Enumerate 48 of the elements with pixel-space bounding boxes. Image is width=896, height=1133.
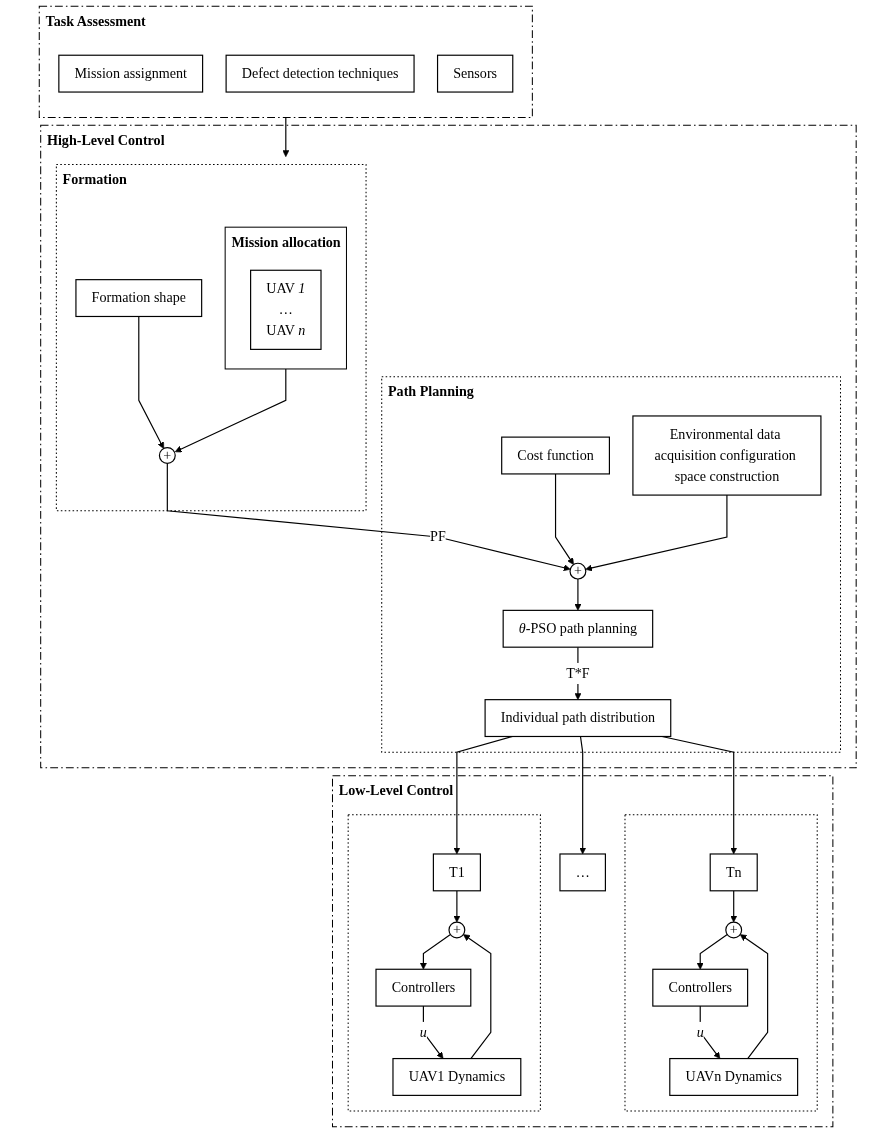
cluster: [347, 814, 542, 1112]
arrow: [555, 473, 575, 565]
arrow: [699, 1005, 721, 1059]
arrow: [585, 494, 728, 572]
node-box: [375, 968, 472, 1007]
cluster: [39, 5, 534, 118]
arrow: [167, 462, 571, 572]
node-box: [709, 853, 759, 892]
node-circle: [725, 921, 743, 939]
node-box: [437, 54, 514, 93]
node-box: [75, 279, 203, 318]
node-circle: [448, 921, 466, 939]
arrow: [730, 890, 738, 923]
node-box: [58, 54, 204, 93]
cluster: [381, 376, 842, 753]
cluster: [56, 164, 367, 512]
node-box: [632, 415, 822, 496]
node-box: [433, 853, 482, 892]
arrow: [138, 315, 165, 449]
cluster: [40, 124, 857, 769]
node-box: [652, 968, 749, 1007]
edge-label: u: [420, 1024, 428, 1040]
arrow: [420, 934, 452, 970]
arrow: [175, 368, 287, 453]
arrow: [282, 116, 290, 157]
node-circle: [159, 447, 177, 464]
arrow: [423, 1005, 444, 1059]
cluster: [624, 814, 818, 1112]
node-box: [501, 436, 611, 475]
node-box: [392, 1057, 522, 1096]
arrow: [697, 934, 729, 970]
edge-label: PF: [430, 528, 447, 545]
cluster: [224, 226, 348, 370]
node-box: [225, 54, 415, 93]
cluster: [332, 775, 834, 1128]
arrow: [740, 934, 769, 1060]
arrow: [453, 890, 461, 923]
arrow: [463, 934, 492, 1060]
arrow: [574, 578, 582, 611]
edge-label: T*F: [566, 665, 590, 681]
node-box: [250, 269, 322, 350]
node-circle: [569, 562, 587, 580]
edge-label: u: [696, 1024, 705, 1040]
node-box: [484, 699, 672, 738]
node-box: [559, 853, 607, 892]
arrow: [579, 735, 587, 855]
node-box: [502, 609, 654, 648]
node-box: [669, 1057, 799, 1096]
